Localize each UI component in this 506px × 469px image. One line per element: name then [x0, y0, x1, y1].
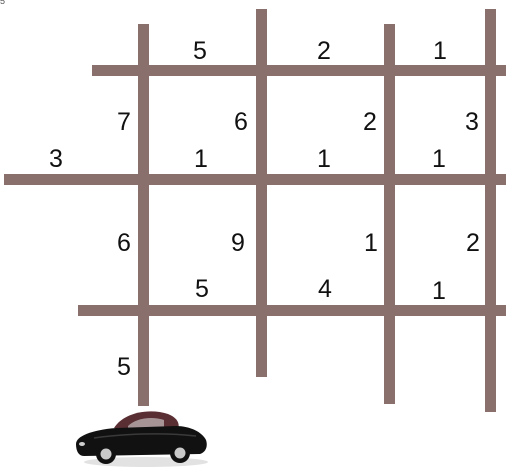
- edge-weight-row2-v4: 2: [453, 229, 493, 257]
- road-vertical-2: [256, 9, 267, 377]
- edge-weight-row2-v2: 9: [218, 229, 258, 257]
- road-horizontal-middle: [4, 174, 506, 185]
- corner-label: 5: [0, 0, 5, 6]
- edge-weight-low-c: 1: [419, 277, 459, 305]
- edge-weight-row1-v3: 2: [350, 108, 390, 136]
- edge-weight-top-a: 5: [180, 37, 220, 65]
- road-vertical-4: [485, 9, 496, 412]
- edge-weight-mid-b: 1: [304, 145, 344, 173]
- edge-weight-row2-v3: 1: [351, 229, 391, 257]
- edge-weight-low-b: 4: [305, 275, 345, 303]
- edge-weight-row2-v1: 6: [104, 229, 144, 257]
- edge-weight-mid-a: 1: [181, 145, 221, 173]
- edge-weight-row1-v1: 7: [104, 108, 144, 136]
- edge-weight-mid-c: 1: [419, 145, 459, 173]
- edge-weight-bottom-v1: 5: [104, 353, 144, 381]
- edge-weight-low-a: 5: [182, 275, 222, 303]
- edge-weight-row1-v4: 3: [452, 108, 492, 136]
- convertible-car-icon: [72, 404, 212, 468]
- edge-weight-mid-left: 3: [36, 145, 76, 173]
- edge-weight-top-c: 1: [420, 37, 460, 65]
- road-vertical-1: [138, 24, 149, 406]
- road-horizontal-top: [92, 65, 506, 76]
- edge-weight-row1-v2: 6: [221, 108, 261, 136]
- road-vertical-3: [384, 24, 395, 404]
- edge-weight-top-b: 2: [304, 37, 344, 65]
